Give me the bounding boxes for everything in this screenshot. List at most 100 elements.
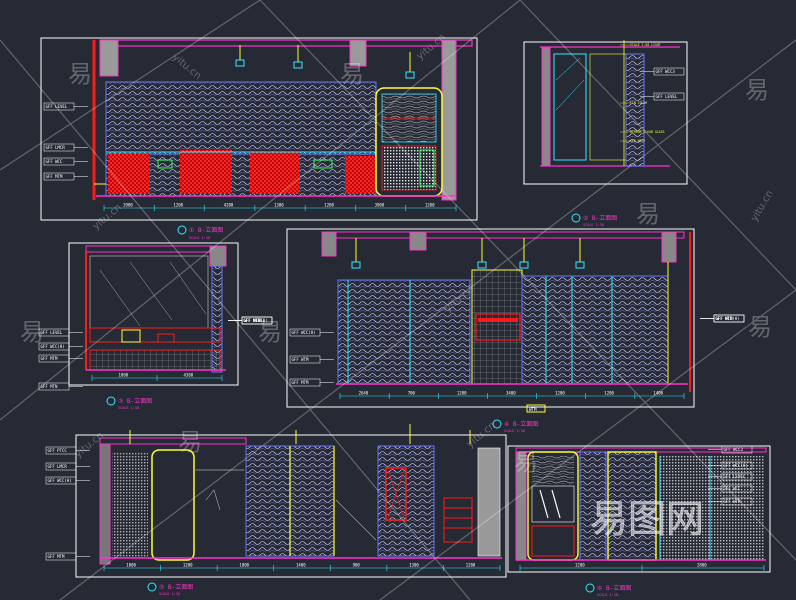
level-tag: GFF MTM xyxy=(48,554,65,559)
shelf-unit xyxy=(443,497,473,543)
watermark-site: yitu.cn xyxy=(749,189,776,224)
view-subtitle: SCALE 1:50 xyxy=(583,223,604,227)
annotation-note: FIN COLOR xyxy=(630,101,647,105)
level-tag: GFF LEVEL xyxy=(41,330,63,335)
watermark-brand: 易图网 xyxy=(590,497,704,541)
level-tag: GFF WCC xyxy=(724,486,741,491)
watermark-glyph: 易 xyxy=(20,318,44,346)
view-title: ① B-立面图 xyxy=(189,226,223,234)
level-tag: GFF WCC(H) xyxy=(41,344,65,349)
level-tag: GFF MTN xyxy=(244,318,261,323)
view-frame xyxy=(40,37,478,221)
mirror-panel xyxy=(553,53,587,161)
doorway xyxy=(151,449,195,561)
level-tag: GFF LEVEL xyxy=(656,94,678,99)
view-number-circle xyxy=(147,582,157,592)
view-number-circle xyxy=(571,213,581,223)
watermark-glyph: 易 xyxy=(745,76,769,104)
annotation-note: SEE NOTE xyxy=(630,139,645,143)
view-frame xyxy=(68,242,239,386)
view-title: ④ B-立面图 xyxy=(504,420,538,428)
watermark-site: yitu.cn xyxy=(91,202,124,232)
dimension-label: 2800 xyxy=(697,563,707,568)
red-planter xyxy=(180,150,232,194)
level-tag: GFF WCC(H) xyxy=(724,463,748,468)
level-tag: GFF MTN xyxy=(41,384,58,389)
annotation-note: SCALE 1:50 LIGHT xyxy=(630,43,661,47)
level-tag: GFF WCC(H) xyxy=(244,318,268,323)
dimension-label: 1200 xyxy=(466,563,476,568)
dimension-label: 1400 xyxy=(653,391,663,396)
level-tag: GFF WCC3 xyxy=(656,69,676,74)
view-number-circle xyxy=(177,225,187,235)
level-tag: GFF WCC(H) xyxy=(716,316,740,321)
level-tag: GFF LEVEL xyxy=(244,318,266,323)
view-frame xyxy=(523,41,688,185)
watermark-site: yitu.cn xyxy=(170,52,203,82)
view-title: ② B-立面图 xyxy=(583,214,617,222)
dimension-label: 1200 xyxy=(604,391,614,396)
view-subtitle: SCALE 1:50 xyxy=(159,592,180,596)
view-frame xyxy=(75,434,507,578)
level-tag: GFF MTM xyxy=(244,318,261,323)
view-frame xyxy=(507,445,771,573)
view-number-circle xyxy=(585,583,595,593)
dimension-label: 1400 xyxy=(296,563,306,568)
dimension-label: 1000 xyxy=(239,563,249,568)
dimension-label: 3900 xyxy=(123,203,133,208)
wall-panel xyxy=(337,279,471,385)
level-tag: GFF MTM xyxy=(46,174,63,179)
view-title: ③ B-立面图 xyxy=(118,397,152,405)
dimension-label: 3900 xyxy=(375,203,385,208)
dimension-label: 1300 xyxy=(409,563,419,568)
level-tag: GFF MTM xyxy=(292,380,309,385)
view-subtitle: SCALE 1:50 xyxy=(189,236,210,240)
watermark-glyph: 易 xyxy=(178,428,202,456)
view-frame xyxy=(286,228,695,408)
dimension-label: 1200 xyxy=(324,203,334,208)
dimension-label: 1200 xyxy=(425,203,435,208)
niche xyxy=(475,313,521,341)
level-tag: GFF PTCC xyxy=(48,448,68,453)
wall-tag: WTM xyxy=(529,407,537,412)
red-frame xyxy=(385,467,407,521)
dimension-label: 1200 xyxy=(173,203,183,208)
view-title: ⑤ B-立面图 xyxy=(159,583,193,591)
dimension-label: 1000 xyxy=(119,373,129,378)
view-number-circle xyxy=(106,396,116,406)
level-tag: GFF WCC(H) xyxy=(292,330,316,335)
wall-panel xyxy=(105,81,377,155)
level-tag: GFF MTM xyxy=(41,356,58,361)
watermark-glyph: 易 xyxy=(514,448,538,476)
level-tag: GFF WCC(H) xyxy=(48,478,72,483)
dimension-label: 3400 xyxy=(506,391,516,396)
dimension-label: 700 xyxy=(408,391,416,396)
view-subtitle: SCALE 1:50 xyxy=(118,406,139,410)
dimension-label: 2640 xyxy=(359,391,369,396)
level-tag: GFF LMCR xyxy=(46,145,66,150)
dimension-label: 1000 xyxy=(126,563,136,568)
view-subtitle: SCALE 1:50 xyxy=(504,429,525,433)
level-tag: GFF WTM xyxy=(724,499,741,504)
view-title: ⑥ B-立面图 xyxy=(597,584,631,592)
level-tag: GFF LEVEL xyxy=(724,474,746,479)
dimension-label: 1200 xyxy=(183,563,193,568)
red-planter xyxy=(345,156,375,194)
ceiling-wall xyxy=(99,39,473,47)
tile-wall xyxy=(471,269,523,385)
elevation-view-4: 264070012003400120012001400 GFF WCC(H)GF… xyxy=(286,228,745,433)
red-planter xyxy=(108,154,150,194)
watermark-glyph: 易 xyxy=(68,60,92,88)
red-planter xyxy=(250,152,300,194)
dimension-label: 1200 xyxy=(457,391,467,396)
dimension-label: 4200 xyxy=(224,203,234,208)
level-tag: GFF WCC3 xyxy=(724,447,744,452)
watermark-glyph: 易 xyxy=(636,200,660,228)
dimension-label: 1200 xyxy=(575,563,585,568)
watermark-glyph: 易 xyxy=(258,318,282,346)
